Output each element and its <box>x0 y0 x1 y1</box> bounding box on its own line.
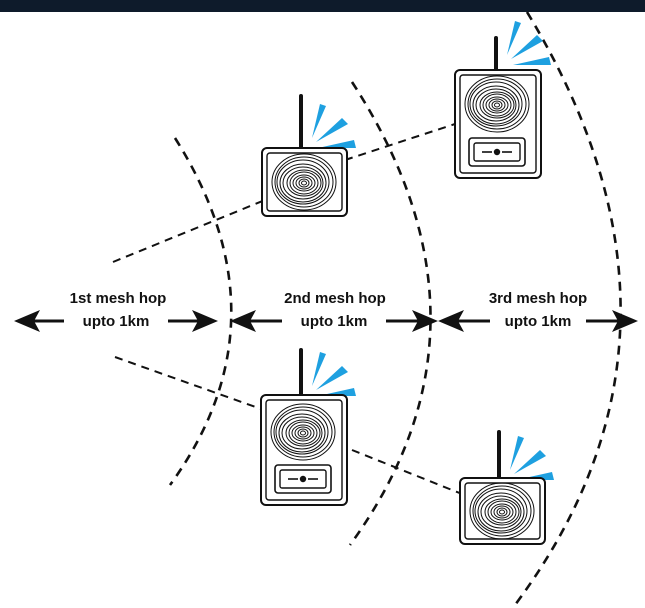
hop-label-2: 2nd mesh hop upto 1km <box>265 288 405 331</box>
hop-3-title: 3rd mesh hop <box>489 290 587 307</box>
mesh-link-upper-1 <box>112 199 266 263</box>
hop-boundary-1 <box>168 137 233 486</box>
hop-2-title: 2nd mesh hop <box>284 290 386 307</box>
mesh-link-upper-2 <box>344 123 456 161</box>
wireless-sounder-callpoint-icon <box>454 21 551 179</box>
hop-label-3: 3rd mesh hop upto 1km <box>468 288 608 331</box>
hop-1-title: 1st mesh hop <box>70 290 167 307</box>
hop-2-range: upto 1km <box>301 313 368 330</box>
wireless-sounder-icon <box>459 430 554 545</box>
hop-3-range: upto 1km <box>505 313 572 330</box>
header-bar <box>0 0 645 12</box>
hop-1-range: upto 1km <box>83 313 150 330</box>
mesh-link-lower-1 <box>114 356 265 411</box>
mesh-link-lower-2 <box>351 449 463 495</box>
wireless-sounder-icon <box>261 94 356 217</box>
hop-label-1: 1st mesh hop upto 1km <box>49 288 187 331</box>
wireless-sounder-callpoint-icon <box>260 348 356 506</box>
